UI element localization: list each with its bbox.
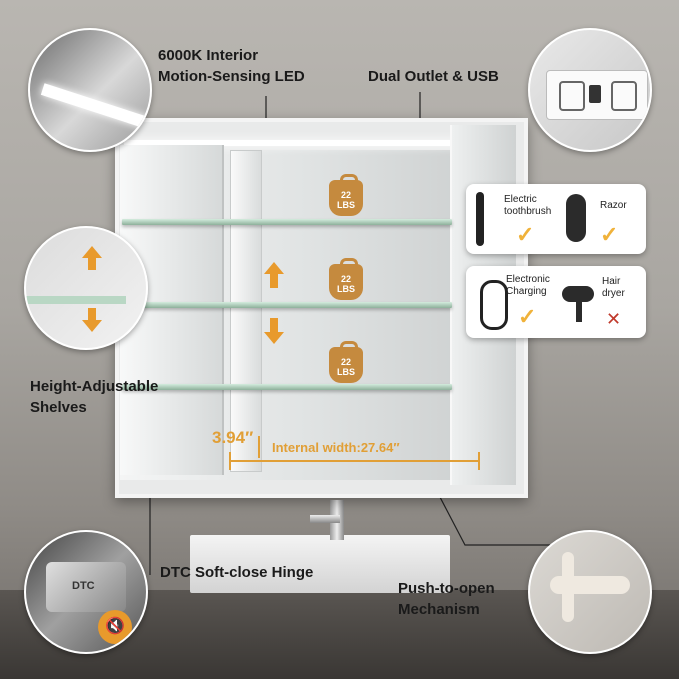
arrow-up-icon xyxy=(82,246,102,258)
hinge-badge: DTC xyxy=(72,580,95,592)
faucet-spout xyxy=(310,515,340,523)
device-name: Electric xyxy=(504,194,537,205)
device-name: Electronic xyxy=(506,274,550,285)
mute-icon: 🔇 xyxy=(98,610,132,644)
usb-port-icon xyxy=(589,85,601,103)
device-name: Charging xyxy=(506,286,547,297)
width-measure-tick-right xyxy=(478,452,480,470)
device-name: Razor xyxy=(600,200,627,211)
push-closeup-circle xyxy=(528,530,652,654)
led-strip-top xyxy=(124,140,510,146)
device-name: toothbrush xyxy=(504,206,552,217)
outlet-plate xyxy=(546,70,648,120)
depth-measure-line xyxy=(258,436,260,458)
shelf-adjust-arrows xyxy=(264,262,284,344)
width-measure-tick-left xyxy=(229,452,231,470)
hinge-label: DTC Soft-close Hinge xyxy=(160,564,314,581)
width-measure-line xyxy=(230,460,480,462)
device-card-bottom: Electronic Charging ✓ Hair dryer ✕ xyxy=(466,266,646,338)
toothbrush-icon xyxy=(476,192,484,246)
device-card-top: Electric toothbrush ✓ Razor ✓ xyxy=(466,184,646,254)
check-icon: ✓ xyxy=(518,304,537,329)
outlet-closeup-circle xyxy=(528,28,652,152)
shelf-middle xyxy=(122,302,452,308)
sink-basin xyxy=(190,535,450,593)
outlet-label: Dual Outlet & USB xyxy=(368,68,499,85)
push-leader-line xyxy=(429,477,558,546)
arrow-down-icon xyxy=(82,320,102,332)
razor-icon xyxy=(566,194,586,242)
device-name: Hair xyxy=(602,276,621,287)
cable-icon xyxy=(480,280,508,330)
shelf-bottom xyxy=(122,384,452,390)
hair-dryer-icon xyxy=(562,286,594,302)
arrow-down-icon xyxy=(264,332,284,344)
shelf-top xyxy=(122,219,452,225)
shelf-closeup-circle xyxy=(24,226,148,350)
check-icon: ✓ xyxy=(516,222,535,247)
cross-icon: ✕ xyxy=(606,309,622,329)
check-icon: ✓ xyxy=(600,222,619,247)
hinge-strip xyxy=(230,150,262,472)
depth-dimension: 3.94″ xyxy=(212,428,254,447)
hinge-closeup-circle: DTC 🔇 xyxy=(24,530,148,654)
led-closeup-circle xyxy=(28,28,152,152)
width-dimension: Internal width:27.64″ xyxy=(272,440,400,455)
arrow-up-icon xyxy=(264,262,284,274)
device-name: dryer xyxy=(602,288,625,299)
